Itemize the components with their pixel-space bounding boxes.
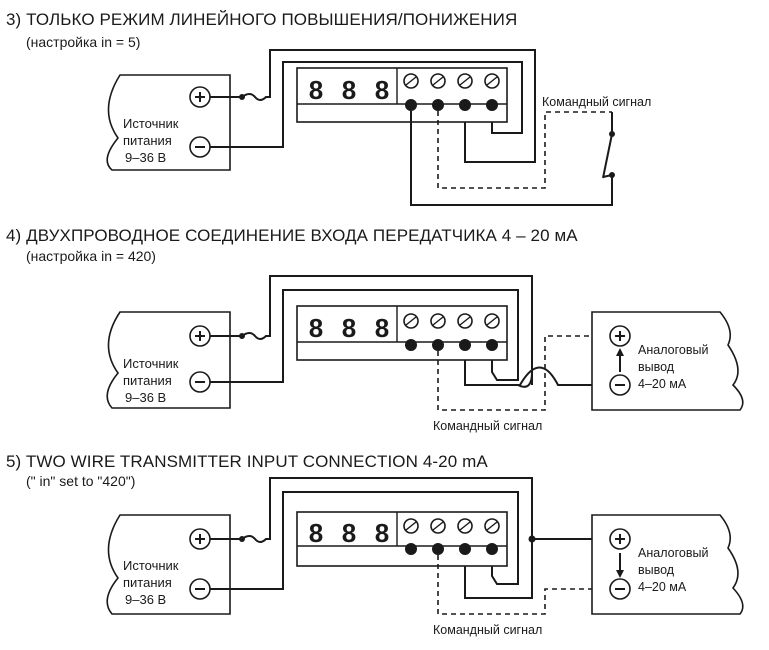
- section-5-title: 5) TWO WIRE TRANSMITTER INPUT CONNECTION…: [6, 452, 488, 471]
- section-4-subtitle: (настройка in = 420): [26, 248, 156, 264]
- arrow-down-icon: [616, 570, 624, 578]
- display-digit: 8: [342, 75, 356, 105]
- output-label-3: 4–20 мА: [638, 580, 687, 594]
- source-label-2: питания: [123, 133, 172, 148]
- output-label-1: Аналоговый: [638, 546, 708, 560]
- signal-label: Командный сигнал: [433, 419, 542, 433]
- signal-label: Командный сигнал: [433, 623, 542, 637]
- display-digit: 8: [375, 313, 389, 343]
- display-digit: 8: [309, 313, 323, 343]
- source-label-1: Источник: [123, 356, 179, 371]
- display-digit: 8: [375, 518, 389, 548]
- section-3-diagram: Источник питания 9–36 В 8 8 8 Командный …: [106, 49, 651, 206]
- meter-body: [296, 305, 508, 361]
- terminal-dot-row: [405, 339, 498, 351]
- section-4-diagram: Источник питания 9–36 В 8 8 8 Командный …: [106, 275, 744, 433]
- source-label-2: питания: [123, 575, 172, 590]
- meter-body: [296, 511, 508, 567]
- output-label-2: вывод: [638, 563, 675, 577]
- output-label-3: 4–20 мА: [638, 377, 687, 391]
- source-label-1: Источник: [123, 558, 179, 573]
- switch-icon: [602, 133, 613, 179]
- output-label-1: Аналоговый: [638, 343, 708, 357]
- display-digit: 8: [375, 75, 389, 105]
- display-digit: 8: [309, 518, 323, 548]
- display-digit: 8: [342, 518, 356, 548]
- screw-terminal-row: [403, 313, 500, 329]
- source-label-1: Источник: [123, 116, 179, 131]
- source-label-3: 9–36 В: [125, 592, 166, 607]
- section-3-title: 3) ТОЛЬКО РЕЖИМ ЛИНЕЙНОГО ПОВЫШЕНИЯ/ПОНИ…: [6, 10, 518, 29]
- section-4-title: 4) ДВУХПРОВОДНОЕ СОЕДИНЕНИЕ ВХОДА ПЕРЕДА…: [6, 226, 578, 245]
- section-3-subtitle: (настройка in = 5): [26, 34, 141, 50]
- source-label-2: питания: [123, 373, 172, 388]
- arrow-up-icon: [616, 348, 624, 356]
- output-label-2: вывод: [638, 360, 675, 374]
- terminal-dot-row: [405, 543, 498, 555]
- screw-terminal-row: [403, 73, 500, 89]
- section-5-subtitle: (" in" set to "420"): [26, 473, 136, 489]
- display-digit: 8: [309, 75, 323, 105]
- terminal-dot-row: [405, 99, 498, 111]
- display-digit: 8: [342, 313, 356, 343]
- source-label-3: 9–36 В: [125, 390, 166, 405]
- meter-body: [296, 67, 508, 123]
- screw-terminal-row: [403, 518, 500, 534]
- source-label-3: 9–36 В: [125, 150, 166, 165]
- signal-label: Командный сигнал: [542, 95, 651, 109]
